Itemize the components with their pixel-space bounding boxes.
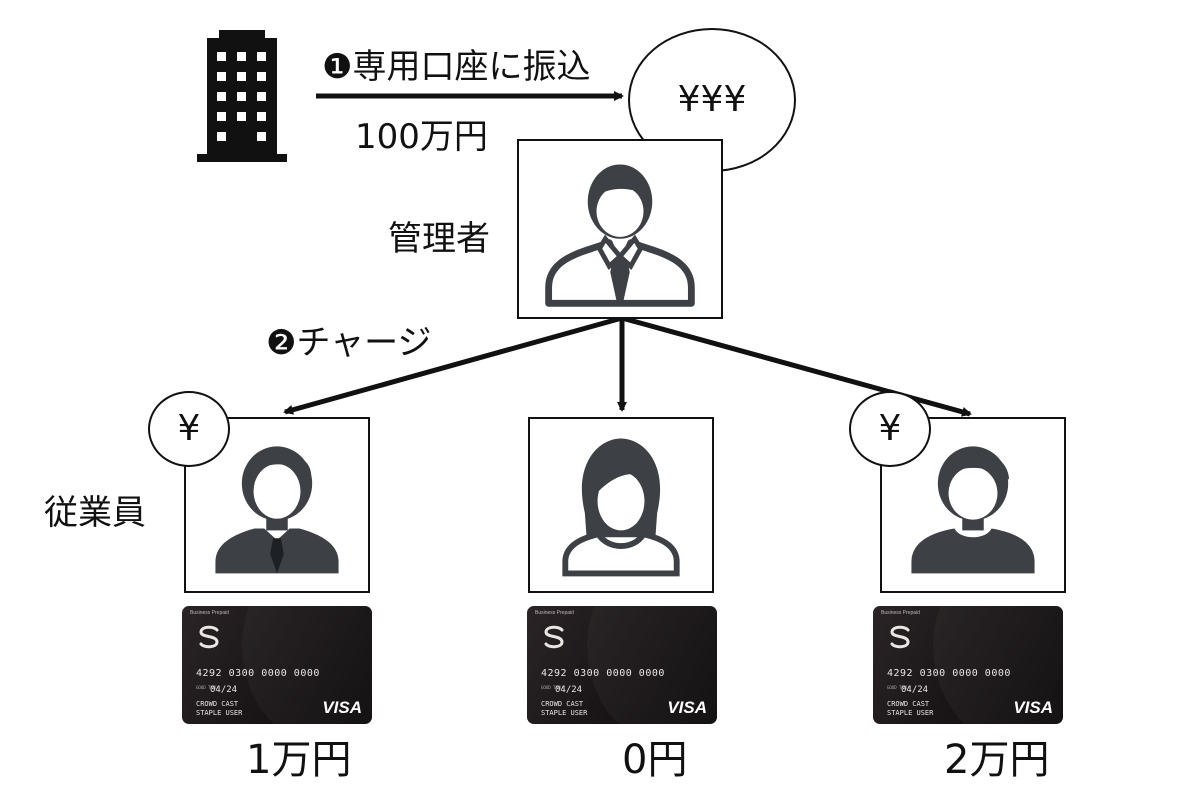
card-holder-line2: STAPLE USER <box>541 709 588 717</box>
card-valid-caption: GOOD THRU <box>541 685 563 690</box>
employees-label: 従業員 <box>44 493 146 533</box>
charge-arrow-left <box>283 315 623 415</box>
card-s-logo-icon <box>199 625 219 649</box>
employee-coin-text-3: ¥ <box>878 408 902 449</box>
office-building-icon <box>197 30 287 162</box>
card-expiry: 04/24 <box>901 685 929 695</box>
card-number: 4292 0300 0000 0000 <box>541 668 665 679</box>
transfer-amount: 100万円 <box>355 117 488 157</box>
card-holder-line2: STAPLE USER <box>887 709 934 717</box>
card-holder-line1: CROWD CAST <box>541 700 584 708</box>
card-expiry: 04/24 <box>210 685 238 695</box>
employee-coin-3: ¥ <box>849 391 931 467</box>
manager-coin-text: ¥¥¥ <box>677 79 747 120</box>
card-valid-caption: GOOD THRU <box>887 685 909 690</box>
employee-coin-1: ¥ <box>148 391 230 467</box>
card-holder-line2: STAPLE USER <box>196 709 243 717</box>
card-brand: Business Prepaid <box>881 610 920 616</box>
employee-box-3 <box>880 417 1066 593</box>
card-network: VISA <box>1013 698 1053 717</box>
card-holder-line1: CROWD CAST <box>887 700 930 708</box>
employee-balance-2: 0円 <box>622 737 688 783</box>
employee-box-2 <box>528 417 714 593</box>
manager-box <box>517 139 723 319</box>
prepaid-card-1: Business Prepaid 4292 0300 0000 0000 GOO… <box>182 606 372 724</box>
prepaid-card-3: Business Prepaid 4292 0300 0000 0000 GOO… <box>873 606 1063 724</box>
card-brand: Business Prepaid <box>535 610 574 616</box>
card-network: VISA <box>322 698 362 717</box>
employee-balance-1: 1万円 <box>246 737 352 783</box>
female-employee-icon <box>562 438 680 577</box>
employee-coin-text-1: ¥ <box>177 408 201 449</box>
card-holder-line1: CROWD CAST <box>196 700 239 708</box>
card-expiry: 04/24 <box>555 685 583 695</box>
card-valid-caption: GOOD THRU <box>196 685 218 690</box>
card-brand: Business Prepaid <box>190 610 229 616</box>
manager-suit-icon <box>545 164 695 307</box>
card-network: VISA <box>667 698 707 717</box>
employee-casual-icon <box>911 446 1035 574</box>
step2-charge-label: ❷チャージ <box>266 323 432 363</box>
card-s-logo-icon <box>544 625 564 649</box>
prepaid-card-2: Business Prepaid 4292 0300 0000 0000 GOO… <box>527 606 717 724</box>
card-s-logo-icon <box>890 625 910 649</box>
manager-label: 管理者 <box>388 219 490 259</box>
employee-balance-3: 2万円 <box>944 737 1050 783</box>
charge-arrow-right <box>621 315 972 417</box>
step1-transfer-label: ❶専用口座に振込 <box>322 47 591 87</box>
card-number: 4292 0300 0000 0000 <box>196 668 320 679</box>
male-employee-suit-icon <box>215 446 339 574</box>
card-number: 4292 0300 0000 0000 <box>887 668 1011 679</box>
